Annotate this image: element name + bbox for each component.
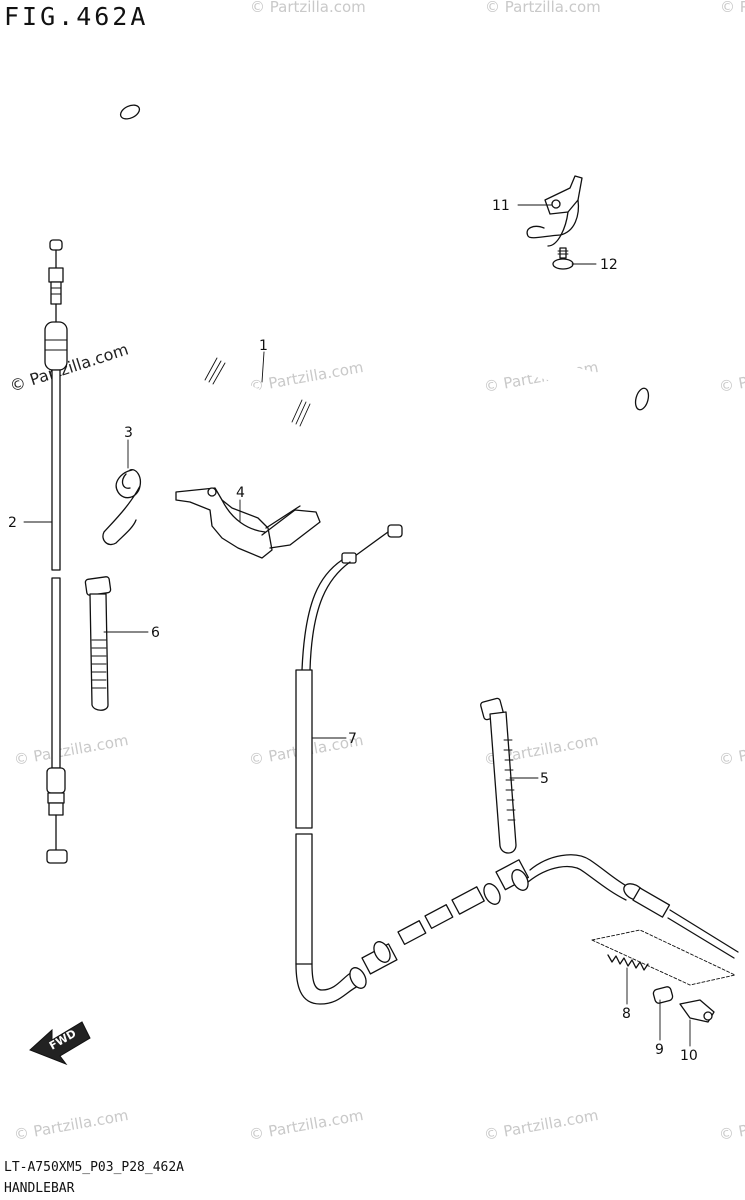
spring-part-8	[607, 954, 649, 971]
watermark: © Partzilla.com	[718, 1106, 745, 1144]
watermark: © Partzilla.com	[248, 1106, 365, 1144]
knurled-band	[204, 357, 311, 427]
callout-9: 9	[655, 1042, 664, 1058]
callout-11: 11	[492, 198, 510, 214]
watermark: © Partzilla.com	[485, 0, 601, 16]
bracket-part-11	[526, 175, 583, 247]
diagram-caption: HANDLEBAR	[4, 1181, 75, 1196]
forward-direction-arrow: FWD	[29, 1021, 91, 1066]
watermark: © Partzilla.com	[718, 731, 745, 769]
watermark: © Partzilla.com	[248, 358, 365, 396]
watermark: © Partzilla.com	[718, 358, 745, 396]
callout-10: 10	[680, 1048, 698, 1064]
callout-labels: 1 2 3 4 5 6 7 8 9 10 11 12	[8, 198, 698, 1064]
watermark: © Partzilla.com	[250, 0, 366, 16]
cable-part-7	[295, 524, 739, 1005]
band-part-5	[480, 697, 517, 854]
band-part-6	[84, 576, 112, 711]
watermark-dark: © Partzilla.com	[7, 340, 130, 396]
bolt-part-12	[552, 247, 574, 270]
cable-part-2	[44, 239, 68, 864]
drawing-code: LT-A750XM5_P03_P28_462A	[4, 1160, 185, 1175]
figure-title: FIG.462A	[4, 2, 149, 31]
cable-boot-segments	[349, 859, 529, 989]
watermark: © Partzilla.com	[13, 731, 130, 769]
callout-7: 7	[348, 731, 357, 747]
watermark: © Partzilla.com	[13, 1106, 130, 1144]
callout-2: 2	[8, 515, 17, 531]
callout-1: 1	[259, 338, 268, 354]
watermark: © Partzilla.com	[483, 1106, 600, 1144]
handlebar-part-1	[119, 104, 650, 440]
callout-3: 3	[124, 425, 133, 441]
callout-5: 5	[540, 771, 549, 787]
clip-part-3	[102, 469, 142, 546]
adjuster-group	[590, 929, 737, 1023]
leader-lines	[23, 204, 691, 1047]
callout-4: 4	[236, 485, 245, 501]
watermark: © Partzilla.com	[720, 0, 745, 16]
callout-8: 8	[622, 1006, 631, 1022]
nut-part-9	[652, 986, 674, 1004]
holder-part-4	[175, 487, 321, 559]
watermark-layer: © Partzilla.com © Partzilla.com © Partzi…	[7, 0, 745, 1144]
callout-12: 12	[600, 257, 618, 273]
nut-part-10	[679, 999, 715, 1023]
callout-6: 6	[151, 625, 160, 641]
